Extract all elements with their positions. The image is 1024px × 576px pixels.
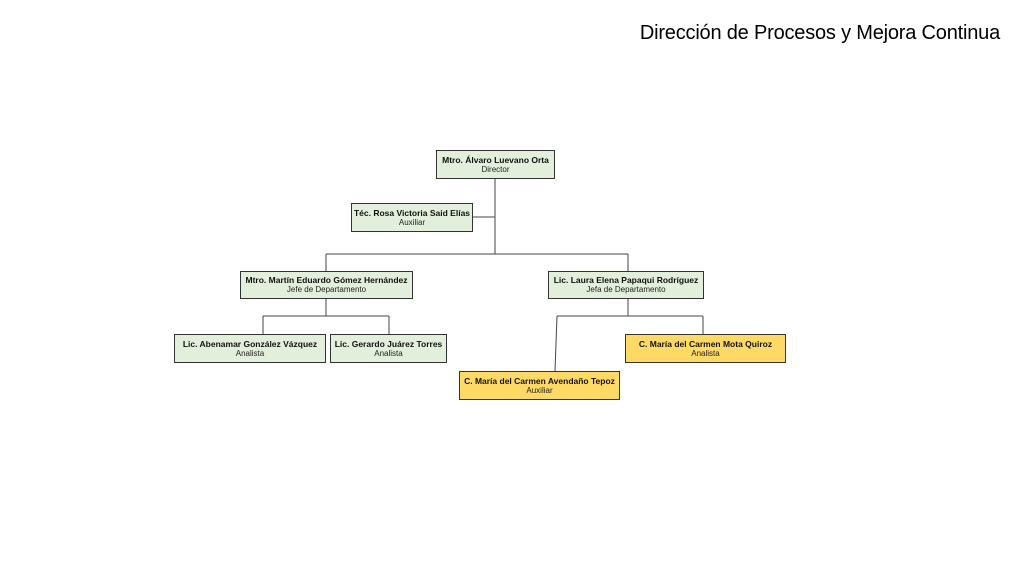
org-node-staff-1: C. María del Carmen Avendaño Tepoz Auxil… xyxy=(459,371,620,400)
org-node-staff-2: C. María del Carmen Mota Quiroz Analista xyxy=(625,334,786,363)
org-node-analyst-2: Lic. Gerardo Juárez Torres Analista xyxy=(330,334,447,363)
node-role: Analista xyxy=(235,348,265,358)
org-node-analyst-1: Lic. Abenamar González Vázquez Analista xyxy=(174,334,326,363)
node-role: Director xyxy=(481,164,510,174)
page-title: Dirección de Procesos y Mejora Continua xyxy=(639,22,1000,44)
node-name: C. María del Carmen Mota Quiroz xyxy=(638,338,773,349)
node-name: Lic. Laura Elena Papaqui Rodríguez xyxy=(553,275,699,285)
org-node-dept-head-2: Lic. Laura Elena Papaqui Rodríguez Jefa … xyxy=(548,271,704,299)
org-node-assistant: Téc. Rosa Victoria Said Elías Auxiliar xyxy=(351,203,473,232)
node-name: Lic. Abenamar González Vázquez xyxy=(182,338,318,349)
node-name: C. María del Carmen Avendaño Tepoz xyxy=(464,375,615,386)
org-node-director: Mtro. Álvaro Luevano Orta Director xyxy=(436,150,555,179)
org-node-dept-head-1: Mtro. Martín Eduardo Gómez Hernández Jef… xyxy=(240,271,413,299)
node-name: Lic. Gerardo Juárez Torres xyxy=(334,338,443,349)
connector-staff-1 xyxy=(554,315,558,372)
node-name: Mtro. Álvaro Luevano Orta xyxy=(442,154,549,165)
node-role: Auxiliar xyxy=(526,385,553,395)
node-role: Auxiliar xyxy=(398,217,426,227)
node-role: Analista xyxy=(691,348,720,358)
node-name: Téc. Rosa Victoria Said Elías xyxy=(353,207,471,218)
node-role: Jefa de Departamento xyxy=(586,285,666,294)
node-role: Jefe de Departamento xyxy=(286,285,367,294)
node-name: Mtro. Martín Eduardo Gómez Hernández xyxy=(245,275,408,285)
node-role: Analista xyxy=(374,348,403,358)
